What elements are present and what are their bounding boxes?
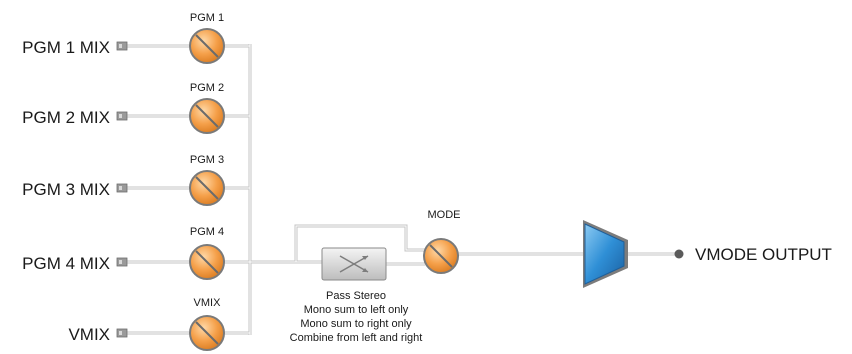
input-row-vmix: VMIX VMIX <box>68 297 225 351</box>
output-label: VMODE OUTPUT <box>695 245 832 264</box>
mode-control: MODE <box>423 209 461 274</box>
input-jack-icon <box>116 183 128 193</box>
knob-label: PGM 2 <box>190 82 224 94</box>
mode-label: MODE <box>428 209 461 221</box>
input-row-pgm4: PGM 4 MIX PGM 4 <box>22 226 225 280</box>
input-jack-icon <box>116 257 128 267</box>
knob-label: VMIX <box>194 297 222 309</box>
input-row-pgm3: PGM 3 MIX PGM 3 <box>22 154 225 206</box>
output-dot-icon <box>674 249 684 259</box>
input-jack-icon <box>116 111 128 121</box>
input-label: PGM 3 MIX <box>22 180 110 199</box>
knob-label: PGM 1 <box>190 12 224 24</box>
knob-label: PGM 4 <box>190 226 224 238</box>
mode-option: Mono sum to left only <box>304 304 409 316</box>
input-label: PGM 4 MIX <box>22 254 110 273</box>
wiring-highlight <box>127 44 676 335</box>
level-knob-icon[interactable] <box>189 28 225 64</box>
amplifier-triangle-icon <box>583 220 628 288</box>
mode-knob-icon[interactable] <box>423 238 459 274</box>
input-row-pgm1: PGM 1 MIX PGM 1 <box>22 12 225 64</box>
crossover-switch-icon[interactable] <box>321 247 387 281</box>
input-row-pgm2: PGM 2 MIX PGM 2 <box>22 82 225 134</box>
level-knob-icon[interactable] <box>189 98 225 134</box>
mode-option: Mono sum to right only <box>300 318 412 330</box>
input-jack-icon <box>116 41 128 51</box>
mode-option: Pass Stereo <box>326 290 386 302</box>
level-knob-icon[interactable] <box>189 315 225 351</box>
input-jack-icon <box>116 328 128 338</box>
level-knob-icon[interactable] <box>189 170 225 206</box>
mode-options: Pass Stereo Mono sum to left only Mono s… <box>290 290 423 344</box>
mode-option: Combine from left and right <box>290 332 423 344</box>
knob-label: PGM 3 <box>190 154 224 166</box>
level-knob-icon[interactable] <box>189 244 225 280</box>
input-label: PGM 2 MIX <box>22 108 110 127</box>
input-label: VMIX <box>68 325 110 344</box>
input-label: PGM 1 MIX <box>22 38 110 57</box>
